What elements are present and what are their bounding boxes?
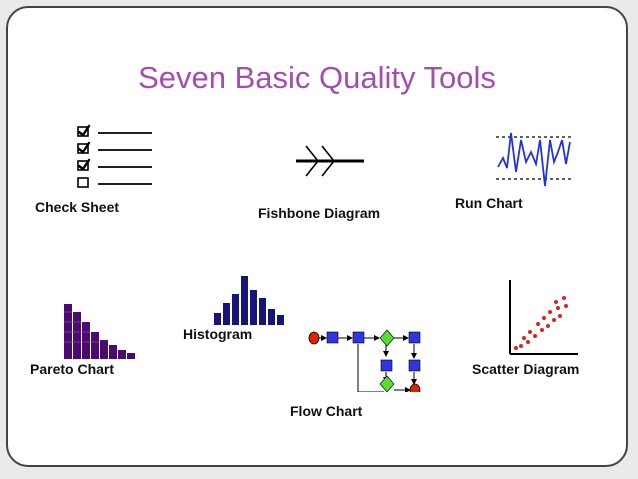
- pareto-chart-icon: [64, 304, 135, 359]
- check-sheet-label: Check Sheet: [35, 199, 120, 215]
- scatter-diagram-label: Scatter Diagram: [472, 361, 580, 377]
- flow-chart-label: Flow Chart: [290, 403, 363, 419]
- flow-chart-icon: [308, 329, 421, 392]
- fishbone-diagram-label: Fishbone Diagram: [258, 205, 381, 221]
- fishbone-diagram-icon: [296, 145, 364, 177]
- histogram-label: Histogram: [183, 326, 253, 342]
- run-chart-icon: [496, 132, 572, 187]
- slide: Seven Basic Quality Tools Check Sheet: [6, 6, 628, 467]
- check-sheet-icon: [77, 124, 152, 188]
- scatter-diagram-icon: [509, 280, 578, 355]
- histogram-icon: [214, 276, 284, 325]
- pareto-chart-label: Pareto Chart: [30, 361, 115, 377]
- slide-title: Seven Basic Quality Tools: [138, 60, 496, 95]
- run-chart-label: Run Chart: [455, 195, 523, 211]
